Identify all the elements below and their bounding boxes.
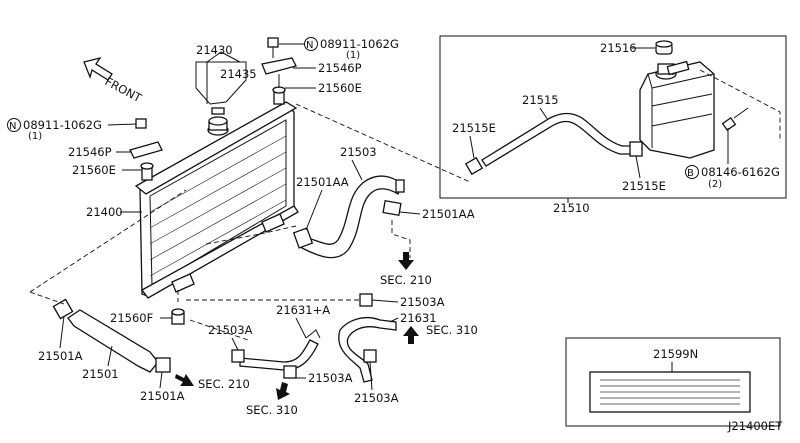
label-21546P-top: 21546P — [318, 61, 362, 75]
upper-hose — [292, 175, 405, 259]
label-21510: 21510 — [553, 201, 590, 215]
label-bolt-left: 08911-1062G — [23, 118, 102, 132]
front-arrow-icon — [83, 56, 113, 81]
flow-arrow-icon — [398, 252, 414, 270]
label-21515: 21515 — [522, 93, 559, 107]
label-21503: 21503 — [340, 145, 377, 159]
reservoir-tank — [639, 60, 715, 159]
label-bolt-left-qty: (1) — [28, 131, 42, 142]
drain-plug — [171, 308, 185, 325]
label-21435: 21435 — [220, 67, 257, 81]
label-21503A-bottom: 21503A — [354, 391, 399, 405]
label-21501AA-right: 21501AA — [422, 207, 475, 221]
mount-bracket — [195, 51, 247, 115]
label-21501: 21501 — [82, 367, 119, 381]
label-21515E-right: 21515E — [622, 179, 666, 193]
label-21516: 21516 — [600, 41, 637, 55]
label-21599N: 21599N — [653, 347, 698, 361]
label-21560E-top: 21560E — [318, 81, 362, 95]
b-mark: B — [687, 168, 694, 179]
lower-hose — [52, 298, 171, 373]
label-21503A-top: 21503A — [400, 295, 445, 309]
radiator-core — [134, 101, 299, 299]
cooler-hose — [338, 293, 397, 383]
n-mark-left: N — [9, 121, 16, 132]
label-sec310-bottom: SEC. 310 — [246, 403, 298, 417]
label-21430: 21430 — [196, 43, 233, 57]
reservoir-cap — [655, 40, 673, 55]
label-21501A-bottom: 21501A — [140, 389, 185, 403]
label-21546P-left: 21546P — [68, 145, 112, 159]
tank-bolt — [721, 107, 749, 132]
label-21503A-mid: 21503A — [308, 371, 353, 385]
caution-label-plate — [589, 371, 751, 413]
reservoir-hose — [464, 112, 643, 176]
label-21400: 21400 — [86, 205, 123, 219]
b-symbol — [685, 165, 699, 179]
label-21501AA-left: 21501AA — [296, 175, 349, 189]
flow-arrow-icon — [276, 382, 290, 400]
label-21515E-left: 21515E — [452, 121, 496, 135]
top-mount-hardware — [261, 37, 297, 105]
diagram-code: J21400ET — [727, 419, 783, 433]
label-bolt-top-qty: (1) — [346, 50, 360, 61]
label-21503A-left: 21503A — [208, 323, 253, 337]
label-bolt-tank: 08146-6162G — [701, 165, 780, 179]
label-sec310-right: SEC. 310 — [426, 323, 478, 337]
flow-arrow-icon — [403, 326, 419, 344]
label-plate-frame — [565, 337, 781, 427]
cooler-hose-a — [231, 329, 321, 379]
n-symbol-left — [7, 118, 21, 132]
label-21501A-left: 21501A — [38, 349, 83, 363]
label-21631A: 21631+A — [276, 303, 330, 317]
flow-arrow-icon — [175, 374, 194, 386]
label-sec210-upper: SEC. 210 — [380, 273, 432, 287]
reservoir-frame — [439, 35, 787, 199]
n-symbol-top — [304, 37, 318, 51]
label-bolt-tank-qty: (2) — [708, 179, 722, 190]
label-bolt-top: 08911-1062G — [320, 37, 399, 51]
n-mark-top: N — [306, 40, 313, 51]
label-sec210-lower: SEC. 210 — [198, 377, 250, 391]
label-21631: 21631 — [400, 311, 437, 325]
label-21560F: 21560F — [110, 311, 153, 325]
left-mount-hardware — [129, 118, 163, 181]
label-21560E-left: 21560E — [72, 163, 116, 177]
front-label: FRONT — [103, 74, 145, 105]
